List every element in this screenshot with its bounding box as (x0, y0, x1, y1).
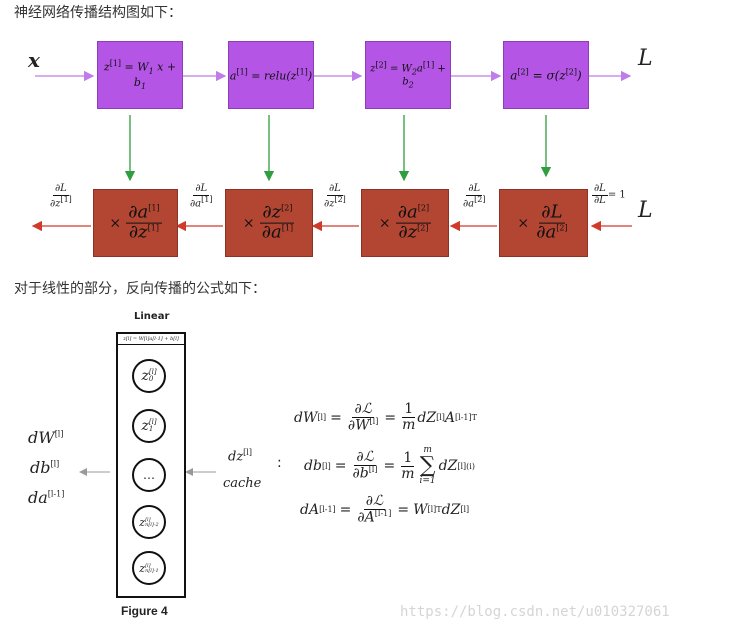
grad-label-dz2: ∂L∂z[2] (324, 183, 346, 209)
linear-layer-box: z[l] = W[l]a[l-1] + b[l] (116, 332, 186, 598)
grad-label-da1: ∂L∂a[1] (190, 183, 213, 209)
node-ellipsis: … (132, 458, 166, 492)
grad-label-dL: ∂L∂L= 1 (592, 183, 626, 206)
node-zn-1: z[l]n[l]-1 (132, 551, 166, 585)
forward-box-2: a[1] = relu(z[1]) (228, 41, 314, 109)
label-dz: dz[l] (228, 448, 252, 465)
node-z0: z[l]0 (132, 359, 166, 393)
label-da: da[l-1] (28, 488, 65, 507)
figure-title: Linear (134, 311, 170, 322)
forward-box-3: z[2] = W2a[1] + b2 (365, 41, 451, 109)
forward-box-4: a[2] = σ(z[2]) (503, 41, 589, 109)
linear-formula: z[l] = W[l]a[l-1] + b[l] (118, 334, 184, 345)
backward-box-2: × ∂z[2]∂a[1] (225, 189, 313, 257)
grad-label-dz1: ∂L∂z[1] (50, 183, 72, 209)
colon: : (277, 455, 282, 471)
figure-caption: Figure 4 (121, 604, 168, 618)
forward-box-1: z[1] = W1 x + b1 (97, 41, 183, 109)
node-zn-2: z[l]n[l]-2 (132, 505, 166, 539)
backward-box-4: × ∂L∂a[2] (499, 189, 588, 257)
watermark: https://blog.csdn.net/u010327061 (400, 604, 670, 620)
backward-L-label: L (638, 198, 653, 223)
label-cache: cache (223, 476, 262, 491)
heading-linear: 对于线性的部分，反向传播的公式如下： (14, 281, 266, 297)
output-L-label: L (638, 46, 653, 71)
backward-box-3: × ∂a[2]∂z[2] (361, 189, 449, 257)
label-db: db[l] (30, 458, 60, 477)
backward-box-1: × ∂a[1]∂z[1] (93, 189, 178, 257)
label-dW: dW[l] (28, 428, 64, 447)
input-x-label: x (28, 48, 40, 72)
grad-label-da2: ∂L∂a[2] (463, 183, 486, 209)
heading-structure: 神经网络传播结构图如下： (14, 5, 182, 21)
node-z1: z[l]1 (132, 409, 166, 443)
